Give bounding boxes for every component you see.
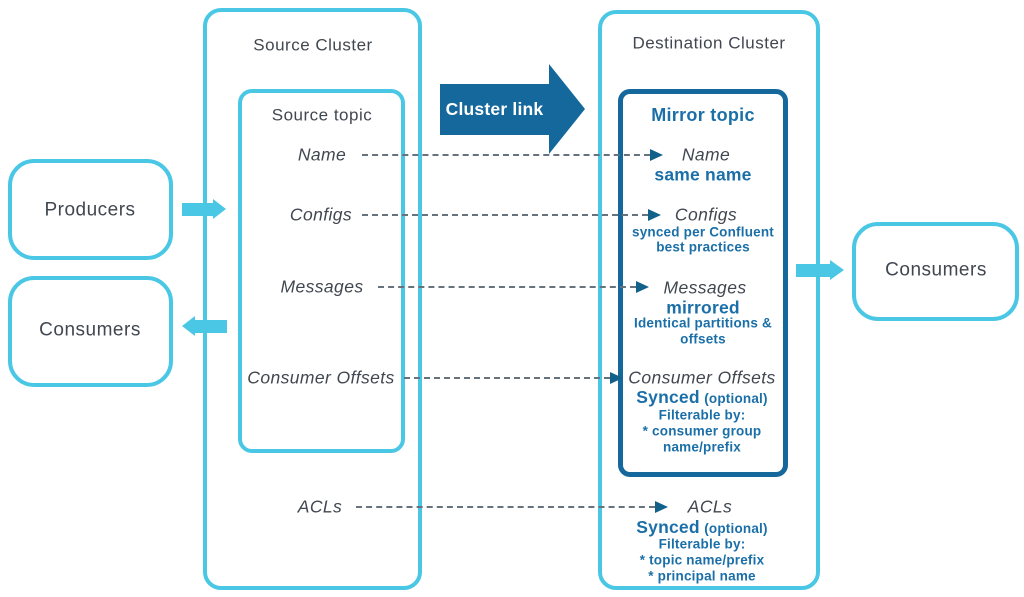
mirror-offsets-label: Consumer Offsets [628, 367, 776, 388]
destination-acls-filter-line1: * topic name/prefix [639, 552, 765, 568]
mirror-offsets-optional: (optional) [704, 391, 768, 407]
consumers-left-box [8, 276, 173, 387]
configs-sync-dashed-arrow-icon [362, 208, 661, 221]
mirror-offsets-filter-line1: * consumer group [642, 423, 762, 439]
acls-sync-dashed-arrow-icon [356, 500, 668, 513]
consumers-right-label: Consumers [885, 259, 987, 281]
mirror-offsets-filterable: Filterable by: [658, 407, 746, 423]
destination-acls-optional: (optional) [704, 521, 768, 537]
destination-cluster-title: Destination Cluster [632, 33, 786, 53]
mirror-offsets-filter-line2: name/prefix [663, 439, 741, 455]
source-offsets-label: Consumer Offsets [247, 367, 395, 388]
mirror-name-note: same name [654, 164, 752, 185]
source-name-label: Name [297, 144, 347, 165]
source-acls-label: ACLs [297, 496, 343, 517]
mirror-offsets-synced-line: Synced (optional) [636, 388, 767, 408]
producers-label: Producers [44, 199, 136, 221]
mirror-topic-title: Mirror topic [651, 105, 755, 126]
destination-acls-synced: Synced [636, 517, 700, 538]
mirror-messages-detail-line2: offsets [680, 331, 726, 347]
mirror-configs-note-line2: best practices [656, 239, 750, 255]
mirror-messages-detail-line1: Identical partitions & [634, 315, 772, 331]
messages-sync-dashed-arrow-icon [378, 280, 649, 293]
destination-acls-synced-line: Synced (optional) [636, 518, 767, 538]
destination-acls-filter-line2: * principal name [648, 568, 756, 584]
destination-acls-label: ACLs [687, 496, 733, 517]
producers-box [8, 159, 173, 260]
mirror-name-label: Name [681, 144, 731, 165]
name-sync-dashed-arrow-icon [362, 148, 663, 161]
cluster-link-label: Cluster link [445, 99, 544, 119]
source-topic-title: Source topic [271, 105, 373, 125]
mirror-offsets-synced: Synced [636, 387, 700, 408]
destination-acls-filterable: Filterable by: [658, 536, 746, 552]
mirror-messages-note: mirrored [666, 297, 740, 318]
mirror-messages-label: Messages [663, 277, 747, 298]
mirror-configs-note-line1: synced per Confluent [631, 224, 775, 240]
consumers-left-label: Consumers [39, 319, 141, 341]
source-configs-label: Configs [289, 204, 353, 225]
consumers-right-box [852, 222, 1019, 321]
source-cluster-title: Source Cluster [253, 35, 373, 55]
source-topic-box [238, 89, 405, 453]
mirror-configs-label: Configs [674, 204, 738, 225]
source-messages-label: Messages [280, 276, 364, 297]
offsets-sync-dashed-arrow-icon [404, 371, 623, 384]
